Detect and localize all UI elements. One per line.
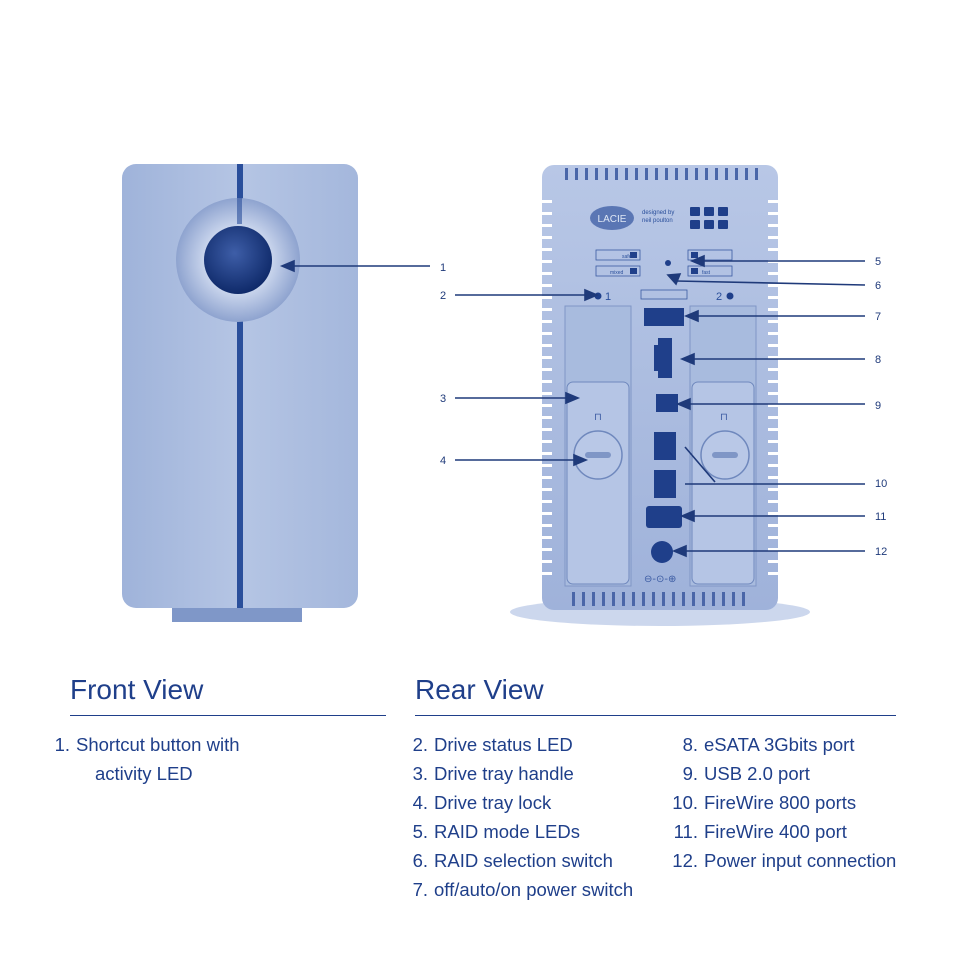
callout-10: 10 <box>875 478 887 490</box>
callout-4: 4 <box>440 455 446 467</box>
usb-port <box>656 394 678 412</box>
rear-device: LACIE designed by neil poulton safe mixe… <box>510 165 810 626</box>
front-view-rule <box>70 715 386 716</box>
svg-text:LACIE: LACIE <box>598 214 627 225</box>
svg-text:fast: fast <box>702 270 711 276</box>
rear-view-heading: Rear View <box>415 674 544 705</box>
callout-6: 6 <box>875 280 881 292</box>
svg-text:safe: safe <box>622 254 632 260</box>
rear-view-list-2: 8.eSATA 3Gbits port 9.USB 2.0 port 10.Fi… <box>668 730 896 875</box>
firewire-800-port-2 <box>654 470 676 498</box>
svg-text:designed by: designed by <box>642 210 674 216</box>
list-item: 9.USB 2.0 port <box>682 763 810 784</box>
lacie-logo <box>590 206 634 230</box>
callout-2: 2 <box>440 290 446 302</box>
callout-3: 3 <box>440 393 446 405</box>
list-item: 6.RAID selection switch <box>412 850 613 871</box>
svg-text:⊓: ⊓ <box>594 412 602 423</box>
callout-5: 5 <box>875 256 881 268</box>
firewire-800-port-1 <box>654 432 676 460</box>
svg-text:⊖-⊙-⊕: ⊖-⊙-⊕ <box>644 574 676 585</box>
drive-tray-handle-2 <box>691 381 755 585</box>
callout-7: 7 <box>875 311 881 323</box>
drive-tray-handle-1 <box>566 381 630 585</box>
list-item: 3.Drive tray handle <box>412 763 574 784</box>
esata-port <box>658 338 672 378</box>
callout-8: 8 <box>875 354 881 366</box>
svg-text:2: 2 <box>716 291 722 303</box>
raid-mode-leds: safe mixed fast <box>595 249 733 277</box>
shortcut-button-icon <box>204 226 272 294</box>
power-input <box>651 541 673 563</box>
power-switch <box>644 308 684 326</box>
front-device <box>122 164 358 622</box>
callout-12: 12 <box>875 546 887 558</box>
rear-view-list-1: 2.Drive status LED 3.Drive tray handle 4… <box>410 730 634 904</box>
list-item: 10.FireWire 800 ports <box>672 792 857 813</box>
rear-view-rule <box>415 715 896 716</box>
callout-11: 11 <box>875 511 886 523</box>
list-item: 7.off/auto/on power switch <box>412 879 634 900</box>
list-item: 12.Power input connection <box>672 850 897 871</box>
list-item: 5.RAID mode LEDs <box>412 821 580 842</box>
list-item: 8.eSATA 3Gbits port <box>682 734 855 755</box>
firewire-400-port <box>646 506 682 528</box>
list-item: 1.Shortcut button with <box>54 734 240 755</box>
svg-text:1: 1 <box>605 291 611 303</box>
list-item: 11.FireWire 400 port <box>673 821 847 842</box>
list-item: 4.Drive tray lock <box>412 792 552 813</box>
svg-text:⊓: ⊓ <box>720 412 728 423</box>
callout-9: 9 <box>875 400 881 412</box>
svg-text:neil poulton: neil poulton <box>642 218 673 224</box>
front-view-heading: Front View <box>70 674 204 705</box>
callout-1: 1 <box>440 262 446 274</box>
list-item-continued: activity LED <box>95 763 193 784</box>
front-view-list: 1.Shortcut button with activity LED <box>50 730 240 788</box>
list-item: 2.Drive status LED <box>412 734 573 755</box>
svg-text:mixed: mixed <box>610 270 624 276</box>
